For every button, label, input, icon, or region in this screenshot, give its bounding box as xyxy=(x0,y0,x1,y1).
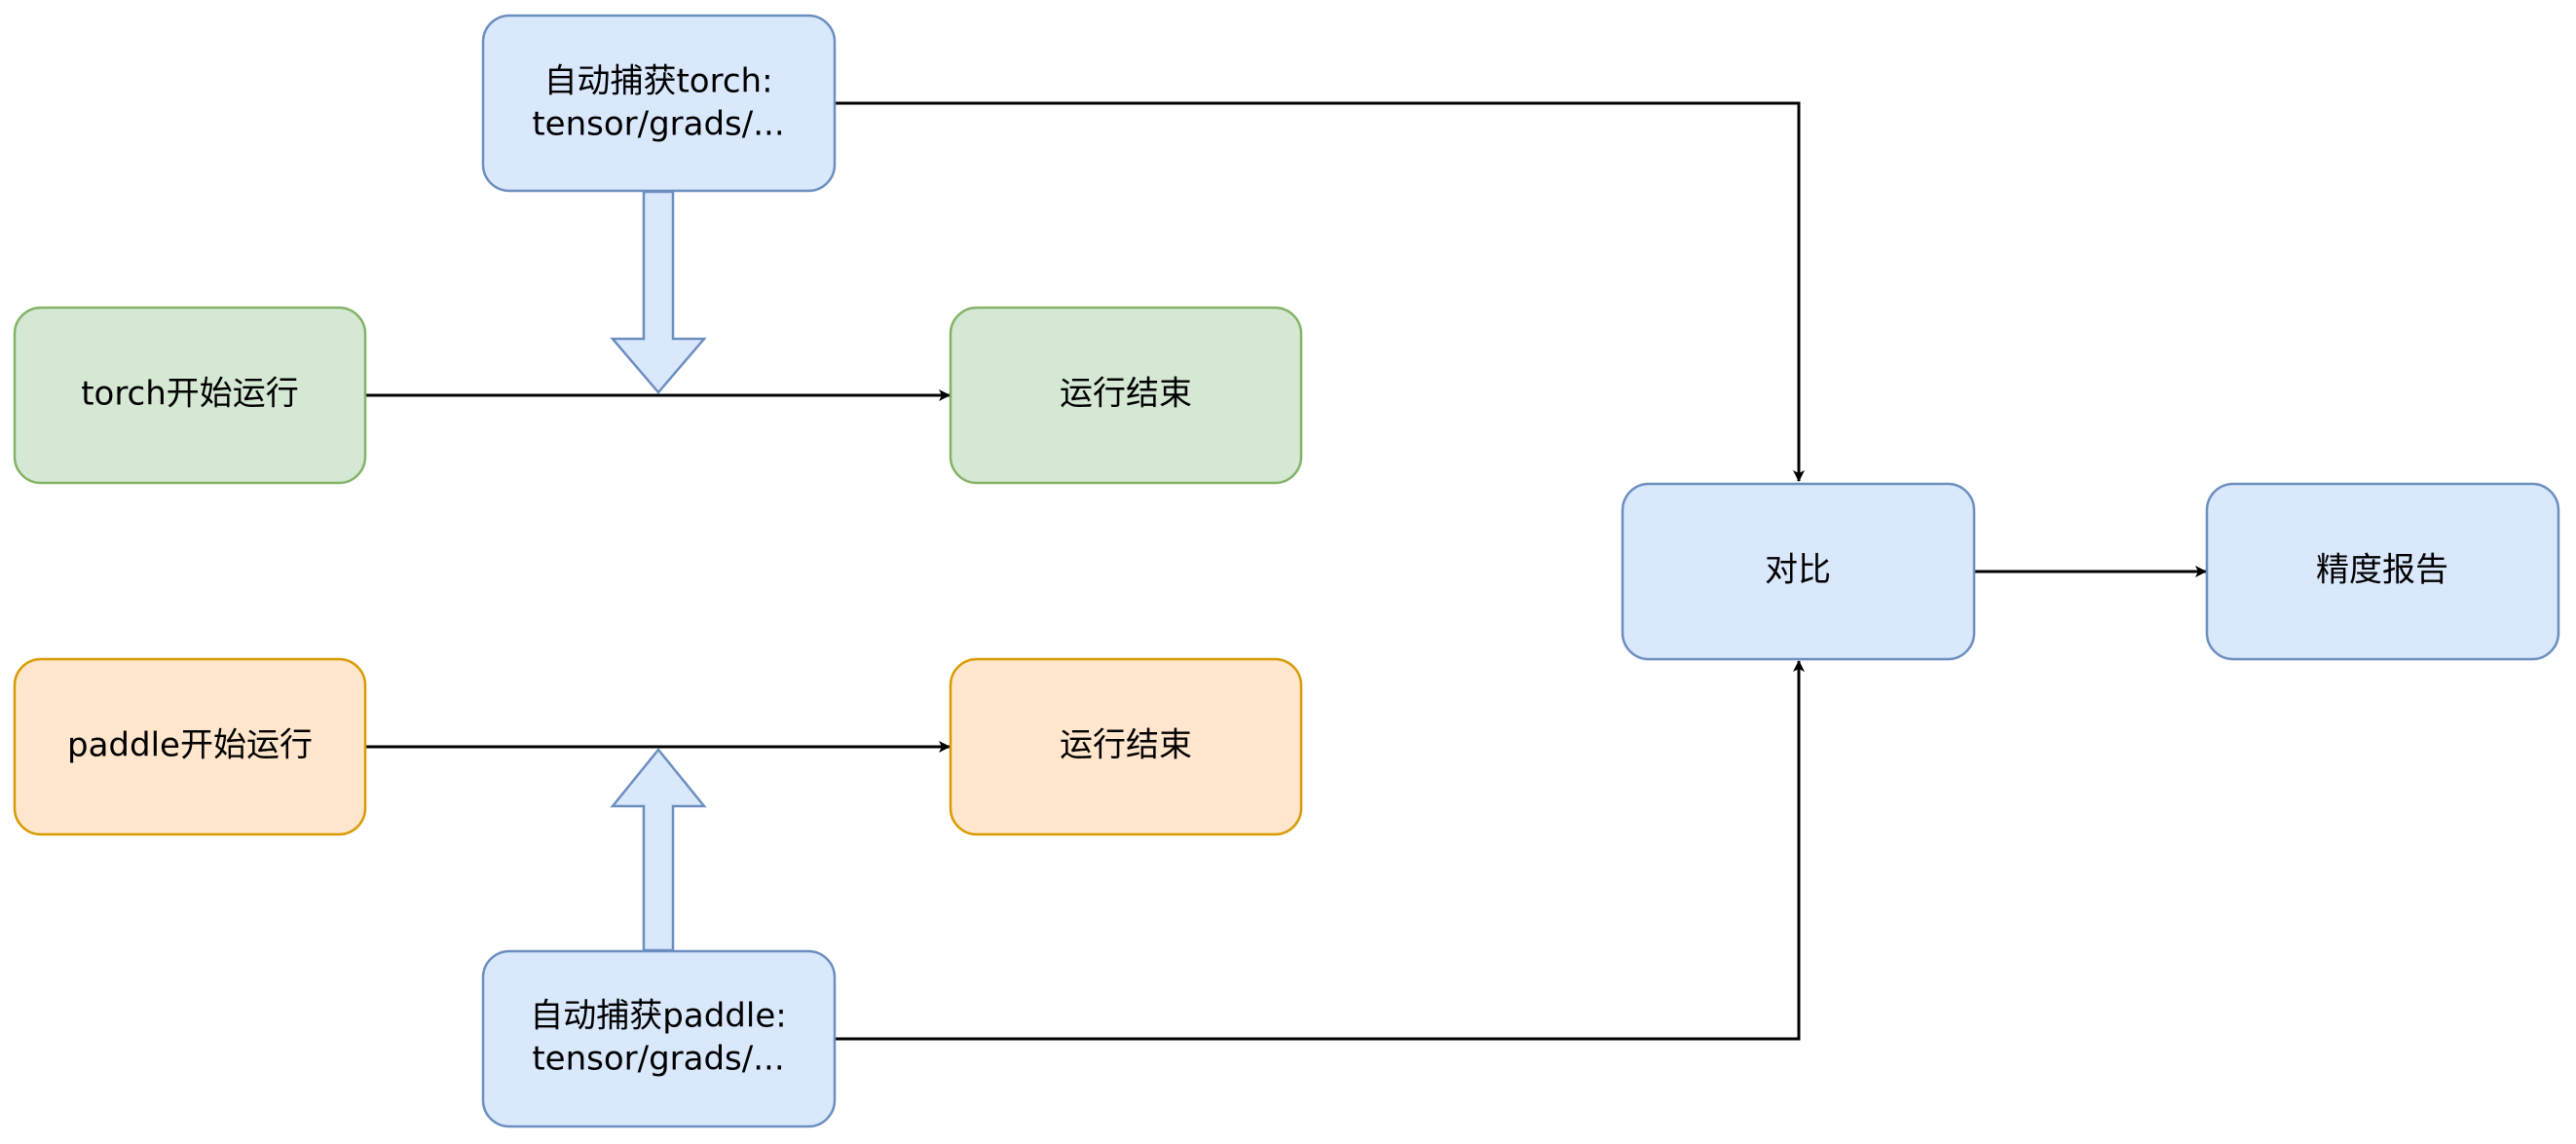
paddle-end-label: 运行结束 xyxy=(1060,726,1192,765)
torch-end-node: 运行结束 xyxy=(949,306,1303,485)
paddle-capture-node: 自动捕获paddle: tensor/grads/... xyxy=(481,949,837,1128)
paddle-capture-line2: tensor/grads/... xyxy=(532,1040,784,1079)
torch-start-label: torch开始运行 xyxy=(81,375,299,414)
paddle-start-label: paddle开始运行 xyxy=(67,726,313,765)
torch-capture-line2: tensor/grads/... xyxy=(532,105,784,144)
edge-torch-capture-to-compare xyxy=(835,101,1805,482)
edge-paddle-capture-to-compare xyxy=(835,660,1805,1041)
paddle-capture-line1: 自动捕获paddle: xyxy=(530,997,786,1036)
torch-end-label: 运行结束 xyxy=(1060,375,1192,414)
torch-start-node: torch开始运行 xyxy=(13,306,367,485)
paddle-start-node: paddle开始运行 xyxy=(13,657,367,836)
compare-node: 对比 xyxy=(1621,482,1976,661)
report-node: 精度报告 xyxy=(2205,482,2560,661)
paddle-hook-arrow xyxy=(610,748,707,952)
torch-hook-arrow xyxy=(610,190,707,394)
paddle-end-node: 运行结束 xyxy=(949,657,1303,836)
compare-label: 对比 xyxy=(1765,551,1831,590)
report-label: 精度报告 xyxy=(2316,551,2448,590)
torch-capture-line1: 自动捕获torch: xyxy=(543,62,772,101)
torch-capture-node: 自动捕获torch: tensor/grads/... xyxy=(481,14,837,193)
